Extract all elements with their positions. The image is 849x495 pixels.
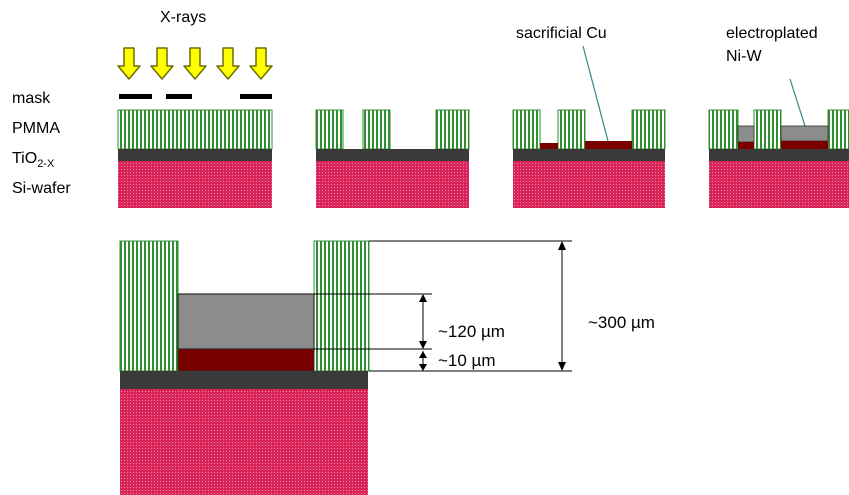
xray-arrow-icon bbox=[216, 47, 240, 80]
stage-1-exposure: X-rays bbox=[117, 9, 273, 208]
si-wafer-label: Si-wafer bbox=[12, 180, 71, 197]
arrowhead-icon bbox=[558, 241, 566, 250]
detail-si-wafer bbox=[120, 389, 368, 495]
tio2-layer bbox=[316, 149, 469, 161]
pmma-layer bbox=[117, 109, 273, 150]
detail-cu-layer bbox=[177, 348, 315, 372]
detail-tio2-layer bbox=[120, 371, 368, 389]
detail-pmma-column-left bbox=[119, 240, 179, 372]
si-wafer bbox=[513, 161, 665, 208]
tio2-layer bbox=[513, 149, 665, 161]
cu-layer bbox=[781, 141, 828, 149]
tio2-label-base: TiO bbox=[12, 150, 37, 167]
niw-callout-line bbox=[789, 78, 806, 127]
niw-height-label: ~120 µm bbox=[438, 322, 505, 341]
mask-segment bbox=[166, 94, 192, 99]
pmma-label: PMMA bbox=[12, 120, 60, 137]
si-wafer bbox=[118, 161, 272, 208]
arrowhead-icon bbox=[419, 351, 427, 358]
niw-layer bbox=[780, 125, 829, 142]
pmma-column bbox=[708, 109, 739, 150]
xray-arrow-icon bbox=[117, 47, 141, 80]
xrays-label: X-rays bbox=[160, 9, 206, 26]
dimension-arrowheads bbox=[419, 241, 566, 371]
sacrificial-cu-label: sacrificial Cu bbox=[516, 25, 607, 42]
niw-layer bbox=[737, 125, 755, 143]
arrowhead-icon bbox=[419, 294, 427, 302]
mask bbox=[119, 94, 272, 99]
sacrificial-cu-callout-line bbox=[582, 45, 609, 142]
xray-arrow-icon bbox=[150, 47, 174, 80]
electroplated-label: electroplated bbox=[726, 25, 818, 42]
mask-segment bbox=[119, 94, 152, 99]
stage-2-development bbox=[315, 109, 470, 208]
xray-arrows bbox=[117, 47, 273, 80]
tio2-layer bbox=[709, 149, 849, 161]
arrowhead-icon bbox=[419, 364, 427, 371]
pmma-column bbox=[512, 109, 541, 150]
mask-segment bbox=[240, 94, 272, 99]
cu-layer bbox=[738, 142, 754, 149]
pmma-column bbox=[631, 109, 666, 150]
pmma-column bbox=[753, 109, 782, 150]
arrowhead-icon bbox=[419, 341, 427, 349]
arrowhead-icon bbox=[558, 362, 566, 371]
tio2-layer bbox=[118, 149, 272, 161]
mask-label: mask bbox=[12, 90, 51, 107]
stage-3-sacrificial-cu: sacrificial Cu bbox=[512, 25, 666, 208]
tio2-label-subscript: 2-X bbox=[37, 158, 55, 170]
detail-pmma-column-right bbox=[313, 240, 370, 372]
pmma-column bbox=[827, 109, 849, 150]
cu-height-label: ~10 µm bbox=[438, 351, 496, 370]
total-height-label: ~300 µm bbox=[588, 313, 655, 332]
cu-layer bbox=[585, 141, 632, 149]
pmma-column bbox=[435, 109, 470, 150]
tio2-label: TiO2-X bbox=[12, 150, 55, 170]
si-wafer bbox=[709, 161, 849, 208]
dimension-lines bbox=[314, 240, 572, 372]
stage-4-electroplated: electroplated Ni-W bbox=[708, 25, 849, 208]
niw-label: Ni-W bbox=[726, 48, 762, 65]
xray-arrow-icon bbox=[249, 47, 273, 80]
pmma-column bbox=[557, 109, 586, 150]
pmma-column bbox=[315, 109, 344, 150]
xray-arrow-icon bbox=[183, 47, 207, 80]
pmma-column bbox=[362, 109, 391, 150]
cu-layer bbox=[540, 143, 558, 149]
detail-view: ~120 µm ~10 µm ~300 µm bbox=[119, 240, 655, 495]
si-wafer bbox=[316, 161, 469, 208]
detail-niw-layer bbox=[177, 293, 315, 350]
